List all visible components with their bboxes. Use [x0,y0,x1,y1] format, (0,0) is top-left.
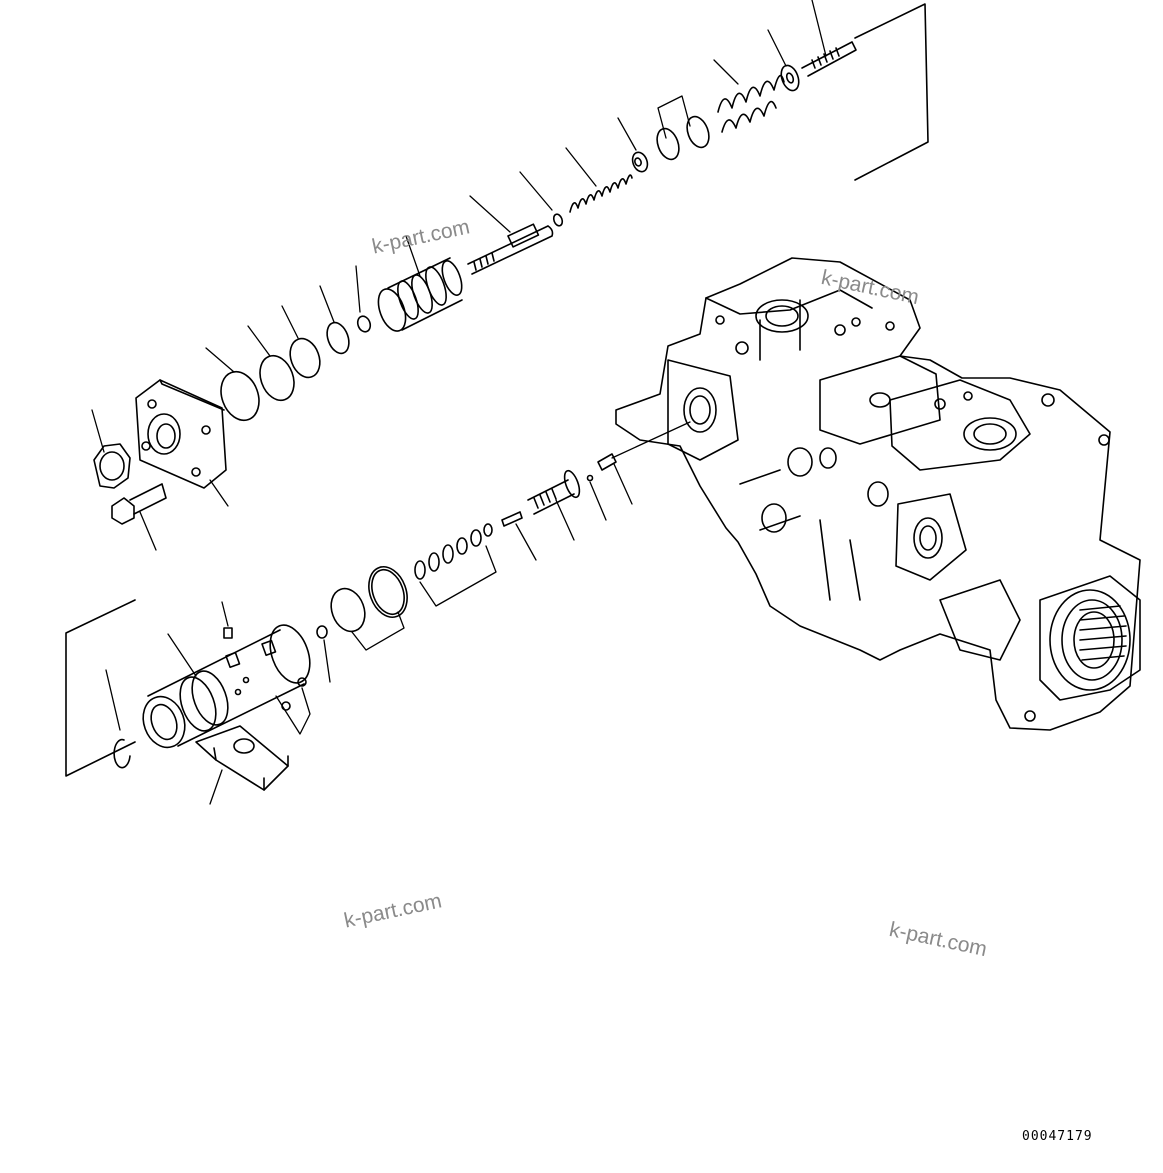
pump-body [615,257,1141,731]
ball-small [586,474,607,521]
set-screw-pair [275,677,311,735]
main-spring [713,59,785,133]
drawing-number: 00047179 [1022,1129,1093,1144]
set-screw-top [221,601,233,639]
plug-small [597,453,633,505]
o-ring-large-pair [330,566,408,651]
o-ring-small-set [414,523,497,607]
plug [316,625,331,683]
poppet-valve [527,469,581,541]
o-ring-pair [656,95,710,161]
small-nut [355,265,372,333]
pin [501,511,537,561]
hex-nut [91,409,131,489]
valve-body [142,624,311,749]
o-ring-large-set [205,285,350,422]
spring-seat [617,117,649,173]
cover-flange [135,379,229,507]
locknut [767,29,800,92]
sleeve [377,235,463,332]
upper-group-boundary [854,3,929,181]
spacer-block [195,725,289,805]
adjusting-screw [801,0,857,77]
pump-leader [611,421,691,459]
spool [467,195,554,275]
snap-ring [105,669,131,769]
small-spring [565,147,633,213]
small-ring [519,171,564,227]
lower-group-boundary [65,599,136,777]
fitting [111,483,167,551]
